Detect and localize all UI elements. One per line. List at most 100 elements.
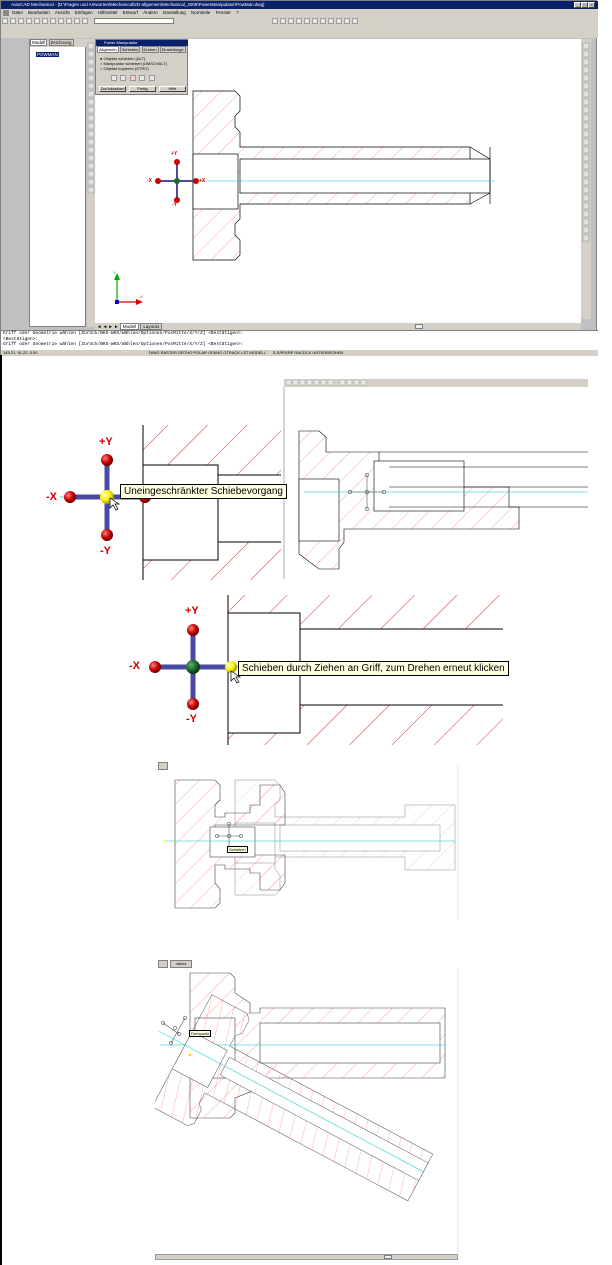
cut-icon[interactable] [42, 18, 48, 24]
menu-darstellung[interactable]: Darstellung [163, 10, 186, 15]
panel-move-preview [164, 765, 459, 920]
tab-nav-arrows[interactable]: ◄ ◄ ► ► [97, 324, 119, 329]
maximize-button[interactable]: □ [581, 2, 588, 8]
undo-small-icon[interactable] [139, 75, 146, 81]
dialog-icon-row [110, 74, 156, 82]
new-icon[interactable] [2, 18, 8, 24]
zoom-realtime-icon[interactable] [280, 18, 287, 24]
autocad-window: AutoCAD Mechanical - [D:\Fragen und Antw… [0, 0, 598, 356]
zoom-all-icon[interactable] [352, 18, 359, 24]
left-draw-toolbar [87, 39, 95, 327]
tab-layout1[interactable]: Layout1 [140, 323, 163, 330]
cursor-icon-2 [230, 670, 242, 684]
tooltip-small-rotate: Drehpunkt [189, 1030, 212, 1037]
axis-label-ny-1: -Y [100, 545, 111, 557]
tool-palette-icon[interactable] [320, 18, 327, 24]
status-modes[interactable]: FANG RASTER ORTHO POLAR OFANG OTRACK LST… [148, 350, 266, 355]
menu-bearbeiten[interactable]: Bearbeiten [28, 10, 50, 15]
zoom-previous-icon[interactable] [296, 18, 303, 24]
option-label-objekte-kopieren: Objekte kopieren (STRG) [103, 66, 149, 71]
draw-tool-icons[interactable] [87, 39, 95, 327]
model-tree-panel: Modell Zeichnung POWMAN [29, 39, 87, 327]
menu-aendern[interactable]: Ändern [143, 10, 158, 15]
command-line-1: Griff oder Geometrie wählen [Zurück/BKS-… [3, 331, 244, 336]
tab-zeichnung[interactable]: Zeichnung [48, 39, 74, 46]
menu-help[interactable]: ? [236, 10, 239, 15]
paste-icon[interactable] [58, 18, 64, 24]
option-manipulator-schieben[interactable]: ○ Manipulator schieben (UMSCHALT) [100, 61, 168, 66]
print-icon[interactable] [26, 18, 32, 24]
layer-dropdown[interactable] [94, 18, 175, 24]
pick-icon[interactable] [111, 75, 117, 81]
tooltip-unrestricted-move: Uneingeschränkter Schiebevorgang [120, 484, 287, 499]
dialog-tab-allgemein[interactable]: Allgemein [97, 46, 119, 53]
drawing-svg [114, 90, 495, 305]
menu-einfuegen[interactable]: Einfügen [74, 10, 93, 15]
dialog-tab-schieben[interactable]: Schieben [119, 46, 141, 53]
dialog-title: Power Manipulator [96, 40, 188, 46]
option-label-objekte-schieben: Objekte schieben (ALT) [103, 56, 146, 61]
zoom-out-icon[interactable] [344, 18, 351, 24]
modify-tool-icons[interactable] [581, 39, 591, 319]
app-menu-icon[interactable] [3, 9, 9, 16]
redo-icon[interactable] [82, 18, 88, 24]
hscroll-thumb[interactable] [415, 324, 423, 329]
menu-fenster[interactable]: Fenster [215, 10, 231, 15]
option-objekte-kopieren[interactable]: ○ Objekte kopieren (STRG) [100, 66, 149, 71]
close-button[interactable]: × [588, 2, 595, 8]
status-coords: 145.21, 91.22, 0.00 [3, 350, 38, 355]
manipulator-large-1 [64, 454, 151, 541]
power-manipulator-dialog: Power Manipulator Allgemein Schieben Dre… [95, 39, 188, 95]
menu-datei[interactable]: Datei [12, 10, 23, 15]
reset-button[interactable]: Zurücksetzen [99, 86, 126, 92]
tab-modell[interactable]: Modell [30, 39, 48, 46]
title-bar: AutoCAD Mechanical - [D:\Fragen und Antw… [1, 1, 598, 9]
next-button[interactable]: nächs [170, 960, 192, 968]
menu-normteile[interactable]: Normteile [191, 10, 211, 15]
menu-ansicht[interactable]: Ansicht [54, 10, 70, 15]
pencil-icon[interactable] [148, 75, 155, 81]
tab-model[interactable]: Modell [119, 323, 140, 330]
part-section [192, 90, 491, 261]
menu-entwurf[interactable]: Entwurf [122, 10, 138, 15]
select-icon[interactable] [120, 75, 127, 81]
command-line-2: <Bestätigen>: [3, 336, 39, 342]
finish-button[interactable]: Fertig [129, 86, 156, 92]
design-center-icon[interactable] [312, 18, 319, 24]
ucs-icon [114, 273, 143, 305]
tree-item-powman[interactable]: POWMAN [36, 52, 59, 57]
axis-label-py-small: +Y [171, 151, 178, 157]
panel5-hscrollbar[interactable] [155, 1254, 458, 1260]
save-icon[interactable] [18, 18, 24, 24]
help-button[interactable]: Hilfe [159, 86, 186, 92]
command-line[interactable]: Griff oder Geometrie wählen [Zurück/BKS-… [1, 330, 598, 350]
open-icon[interactable] [10, 18, 16, 24]
panel5-hscroll-thumb[interactable] [384, 1255, 392, 1259]
ucs-label-y: Y [113, 270, 116, 275]
layout-tabs-bar: ◄ ◄ ► ► Modell Layout1 [95, 323, 581, 330]
panel-rotate-preview [155, 968, 459, 1253]
dialog-tab-drehen[interactable]: Drehen [141, 46, 159, 53]
zoom-in-icon[interactable] [336, 18, 343, 24]
undo-icon[interactable] [74, 18, 80, 24]
dialog-tab-einstellungen[interactable]: Einstellunge [159, 46, 186, 53]
panel5-toolbar-button[interactable] [158, 960, 168, 968]
match-icon[interactable] [66, 18, 72, 24]
axis-label-py-1: +Y [99, 436, 113, 448]
zoom-window-icon[interactable] [288, 18, 295, 24]
option-objekte-schieben[interactable]: ● Objekte schieben (ALT) [100, 56, 146, 61]
copy-icon[interactable] [50, 18, 56, 24]
delete-icon[interactable] [129, 75, 136, 81]
panel4-toolbar-button[interactable] [158, 762, 168, 770]
properties-icon[interactable] [304, 18, 311, 24]
pan-icon[interactable] [272, 18, 279, 24]
left-edge-bar [0, 355, 2, 1265]
drawing-canvas[interactable]: +Y -Y -X +X Y X [95, 39, 581, 323]
command-line-3: Griff oder Geometrie wählen [Zurück/BKS-… [3, 342, 244, 347]
grid-icon[interactable] [328, 18, 335, 24]
preview-icon[interactable] [34, 18, 40, 24]
cursor-icon [109, 497, 121, 511]
status-extra: S-SPERRE RACDCK UNTERBROHEN [272, 350, 344, 355]
menu-hilfsmittel[interactable]: Hilfsmittel [97, 10, 118, 15]
minimize-button[interactable]: _ [574, 2, 581, 8]
